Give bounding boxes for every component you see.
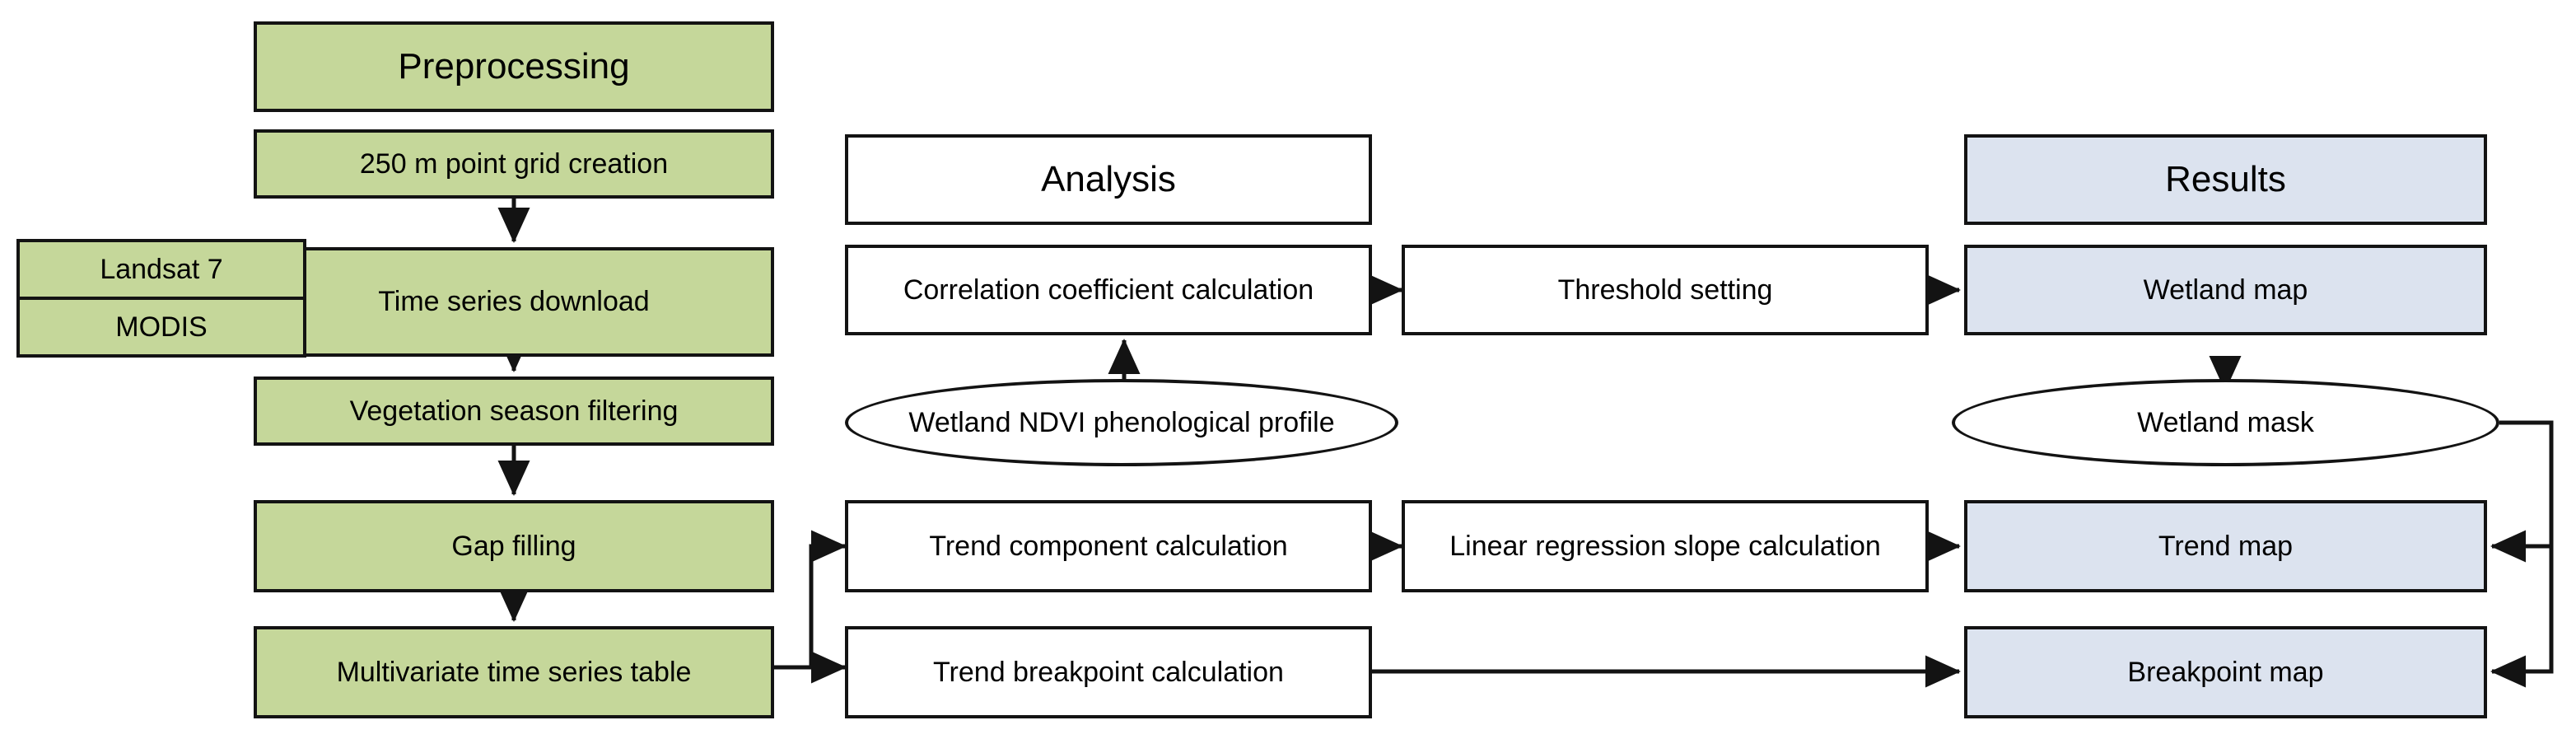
node-wetland-map-label: Wetland map: [2143, 274, 2308, 306]
node-landsat7-label: Landsat 7: [100, 253, 223, 285]
node-gap-filling[interactable]: Gap filling: [254, 500, 774, 592]
node-vegetation-season-filtering-label: Vegetation season filtering: [349, 395, 679, 427]
node-time-series-download-label: Time series download: [378, 286, 650, 318]
node-multivariate-time-series-table-label: Multivariate time series table: [336, 656, 692, 688]
node-multivariate-time-series-table[interactable]: Multivariate time series table: [254, 626, 774, 718]
node-modis[interactable]: MODIS: [20, 297, 303, 354]
node-trend-breakpoint-calculation-label: Trend breakpoint calculation: [933, 656, 1284, 688]
node-trend-map[interactable]: Trend map: [1964, 500, 2487, 592]
node-threshold-setting[interactable]: Threshold setting: [1402, 245, 1929, 335]
node-wetland-mask-label: Wetland mask: [2137, 406, 2314, 438]
edge-wetlandmask-to-trendmap: [2490, 420, 2554, 563]
node-trend-map-label: Trend map: [2158, 530, 2294, 562]
node-modis-label: MODIS: [115, 311, 208, 343]
node-correlation-coefficient-calculation-label: Correlation coefficient calculation: [903, 274, 1314, 306]
column-header-results: Results: [1964, 134, 2487, 225]
node-wetland-ndvi-phenological-profile-label: Wetland NDVI phenological profile: [908, 406, 1335, 438]
node-correlation-coefficient-calculation[interactable]: Correlation coefficient calculation: [845, 245, 1372, 335]
node-wetland-mask[interactable]: Wetland mask: [1952, 379, 2499, 466]
node-trend-component-calculation-label: Trend component calculation: [929, 530, 1288, 562]
node-wetland-map[interactable]: Wetland map: [1964, 245, 2487, 335]
node-point-grid[interactable]: 250 m point grid creation: [254, 129, 774, 199]
node-threshold-setting-label: Threshold setting: [1557, 274, 1773, 306]
node-point-grid-label: 250 m point grid creation: [359, 147, 669, 180]
analysis-title: Analysis: [1041, 159, 1176, 200]
node-breakpoint-map-label: Breakpoint map: [2127, 656, 2324, 688]
node-gap-filling-label: Gap filling: [451, 530, 576, 562]
node-data-sources[interactable]: Landsat 7 MODIS: [16, 239, 306, 358]
node-landsat7[interactable]: Landsat 7: [20, 242, 303, 297]
preprocessing-title: Preprocessing: [398, 46, 630, 87]
node-time-series-download[interactable]: Time series download: [254, 247, 774, 357]
node-wetland-ndvi-phenological-profile[interactable]: Wetland NDVI phenological profile: [845, 379, 1398, 466]
column-header-preprocessing: Preprocessing: [254, 21, 774, 112]
node-vegetation-season-filtering[interactable]: Vegetation season filtering: [254, 377, 774, 446]
node-trend-component-calculation[interactable]: Trend component calculation: [845, 500, 1372, 592]
node-linear-regression-slope-calculation[interactable]: Linear regression slope calculation: [1402, 500, 1929, 592]
edge-wetlandmask-to-breakpointmap: [2490, 546, 2554, 688]
results-title: Results: [2165, 159, 2286, 200]
node-trend-breakpoint-calculation[interactable]: Trend breakpoint calculation: [845, 626, 1372, 718]
node-breakpoint-map[interactable]: Breakpoint map: [1964, 626, 2487, 718]
edge-table-to-trendcomponent: [774, 530, 847, 670]
column-header-analysis: Analysis: [845, 134, 1372, 225]
node-linear-regression-slope-calculation-label: Linear regression slope calculation: [1449, 530, 1881, 562]
